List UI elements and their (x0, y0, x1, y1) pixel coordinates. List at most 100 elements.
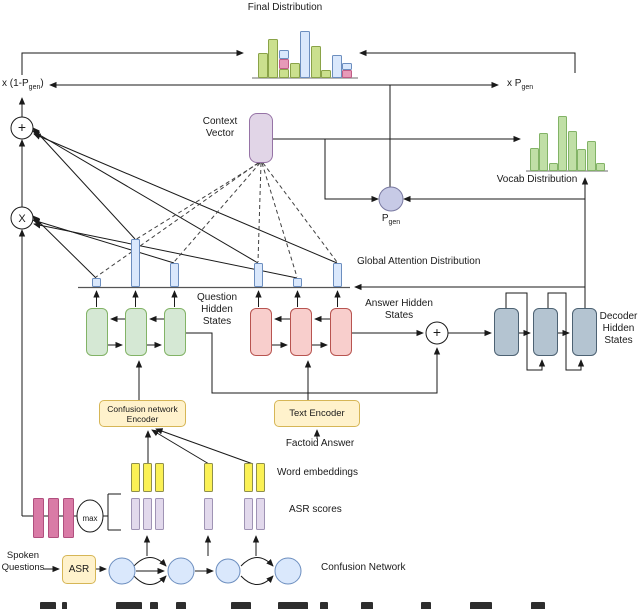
times-operator: X (18, 213, 26, 225)
final-distribution-bar (279, 69, 289, 78)
confusion-node-1 (108, 557, 136, 585)
asr-max-inputs-bar (63, 498, 74, 538)
final-distribution-bar (332, 55, 342, 78)
question-state-box-3 (164, 308, 186, 356)
confusion-network-encoder-box: Confusion network Encoder (99, 400, 186, 427)
asr-scores-bar (204, 498, 213, 530)
label-part: P (381, 213, 389, 224)
plus-operator: + (17, 119, 27, 135)
vocab-distribution-bar (568, 131, 577, 171)
max-node (76, 499, 104, 533)
label-line: Hidden (201, 304, 233, 315)
decoder-state-box-2 (533, 308, 558, 356)
cropped-caption-mark (421, 602, 431, 609)
label-line: ASR (68, 563, 90, 575)
label-sub: gen (28, 84, 41, 91)
combine-plus-node (425, 321, 449, 345)
word-embeddings-bar (204, 463, 213, 492)
decoder-state-box-3 (572, 308, 597, 356)
pgen-label: Pgen (375, 213, 407, 229)
cropped-caption-mark (62, 602, 67, 609)
global-attention-bar (92, 278, 101, 287)
question-hidden-label: Question Hidden States (191, 292, 243, 328)
question-state-box-1 (86, 308, 108, 356)
cropped-caption-mark (40, 602, 56, 609)
final-distribution-bar (300, 31, 310, 78)
label-line: Spoken (6, 550, 40, 561)
final-distribution-bar (321, 70, 331, 78)
label-line: States (384, 310, 414, 321)
answer-state-box-2 (290, 308, 312, 356)
global-attention-bar (170, 263, 179, 287)
cropped-caption-mark (176, 602, 186, 609)
x-pgen-label: x Pgen (507, 78, 533, 94)
final-distribution-label: Final Distribution (247, 2, 323, 13)
question-state-box-2 (125, 308, 147, 356)
attention-dashed-lines (95, 162, 338, 278)
final-distribution-bar (279, 50, 289, 59)
global-attention-bar (131, 239, 140, 287)
word-embeddings-bar (143, 463, 152, 492)
x-one-minus-pgen-label: x (1-Pgen) (2, 78, 44, 94)
label-part: x P (507, 78, 522, 89)
label-sub: gen (388, 219, 401, 226)
word-embeddings-bar (155, 463, 164, 492)
text-encoder-box: Text Encoder (274, 400, 360, 427)
final-distribution-bar (290, 63, 300, 78)
label-line: Questions (1, 562, 45, 573)
label-line: Hidden (602, 323, 635, 334)
label-line: States (604, 335, 633, 346)
final-distribution-bar (342, 70, 352, 78)
decoder-state-box-1 (494, 308, 519, 356)
spoken-questions-label: Spoken Questions (0, 550, 46, 574)
label-line: Confusion network (107, 403, 178, 414)
label-line: Question (196, 292, 238, 303)
asr-scores-bar (131, 498, 140, 530)
asr-scores-label: ASR scores (289, 504, 342, 515)
label-line: Context (202, 116, 238, 127)
global-attention-label: Global Attention Distribution (357, 256, 481, 267)
asr-scores-bar (143, 498, 152, 530)
final-distribution-bar (268, 39, 278, 78)
asr-max-inputs-bar (48, 498, 59, 538)
answer-hidden-label: Answer Hidden States (360, 298, 438, 322)
asr-box: ASR (62, 555, 96, 584)
decoder-hidden-label: Decoder Hidden States (597, 311, 640, 347)
word-embeddings-bar (256, 463, 265, 492)
label-line: Answer Hidden (365, 298, 433, 309)
label-line: Decoder (599, 311, 638, 322)
vocab-distribution-bar (596, 163, 605, 171)
label-line: Encoder (126, 413, 159, 424)
asr-scores-bar (244, 498, 253, 530)
global-attention-bar (254, 263, 263, 287)
factoid-answer-label: Factoid Answer (285, 438, 355, 449)
answer-state-box-3 (330, 308, 352, 356)
word-embeddings-bar (131, 463, 140, 492)
global-attention-bar (333, 263, 342, 287)
global-attention-bar (293, 278, 302, 287)
label-part: x (1-P (2, 78, 29, 89)
label-part: ) (40, 78, 44, 89)
label-line: Vector (205, 128, 235, 139)
vocab-distribution-bar (558, 116, 567, 171)
context-vector-label: Context Vector (194, 116, 246, 140)
asr-scores-bar (155, 498, 164, 530)
plus-node (10, 116, 34, 140)
vocab-distribution-bar (549, 163, 558, 171)
times-node (10, 206, 34, 230)
context-vector-box (249, 113, 273, 163)
word-embeddings-label: Word embeddings (277, 467, 358, 478)
word-embeddings-bar (244, 463, 253, 492)
cropped-caption-mark (470, 602, 492, 609)
max-operator: max (82, 514, 98, 523)
vocab-distribution-label: Vocab Distribution (496, 174, 578, 185)
cropped-caption-mark (531, 602, 545, 609)
combine-plus-operator: + (432, 324, 442, 340)
final-distribution-bar (279, 59, 289, 69)
label-line: Text Encoder (289, 407, 345, 419)
vocab-distribution-bar (587, 141, 596, 171)
confusion-node-2 (167, 557, 195, 585)
label-line: States (202, 316, 232, 327)
